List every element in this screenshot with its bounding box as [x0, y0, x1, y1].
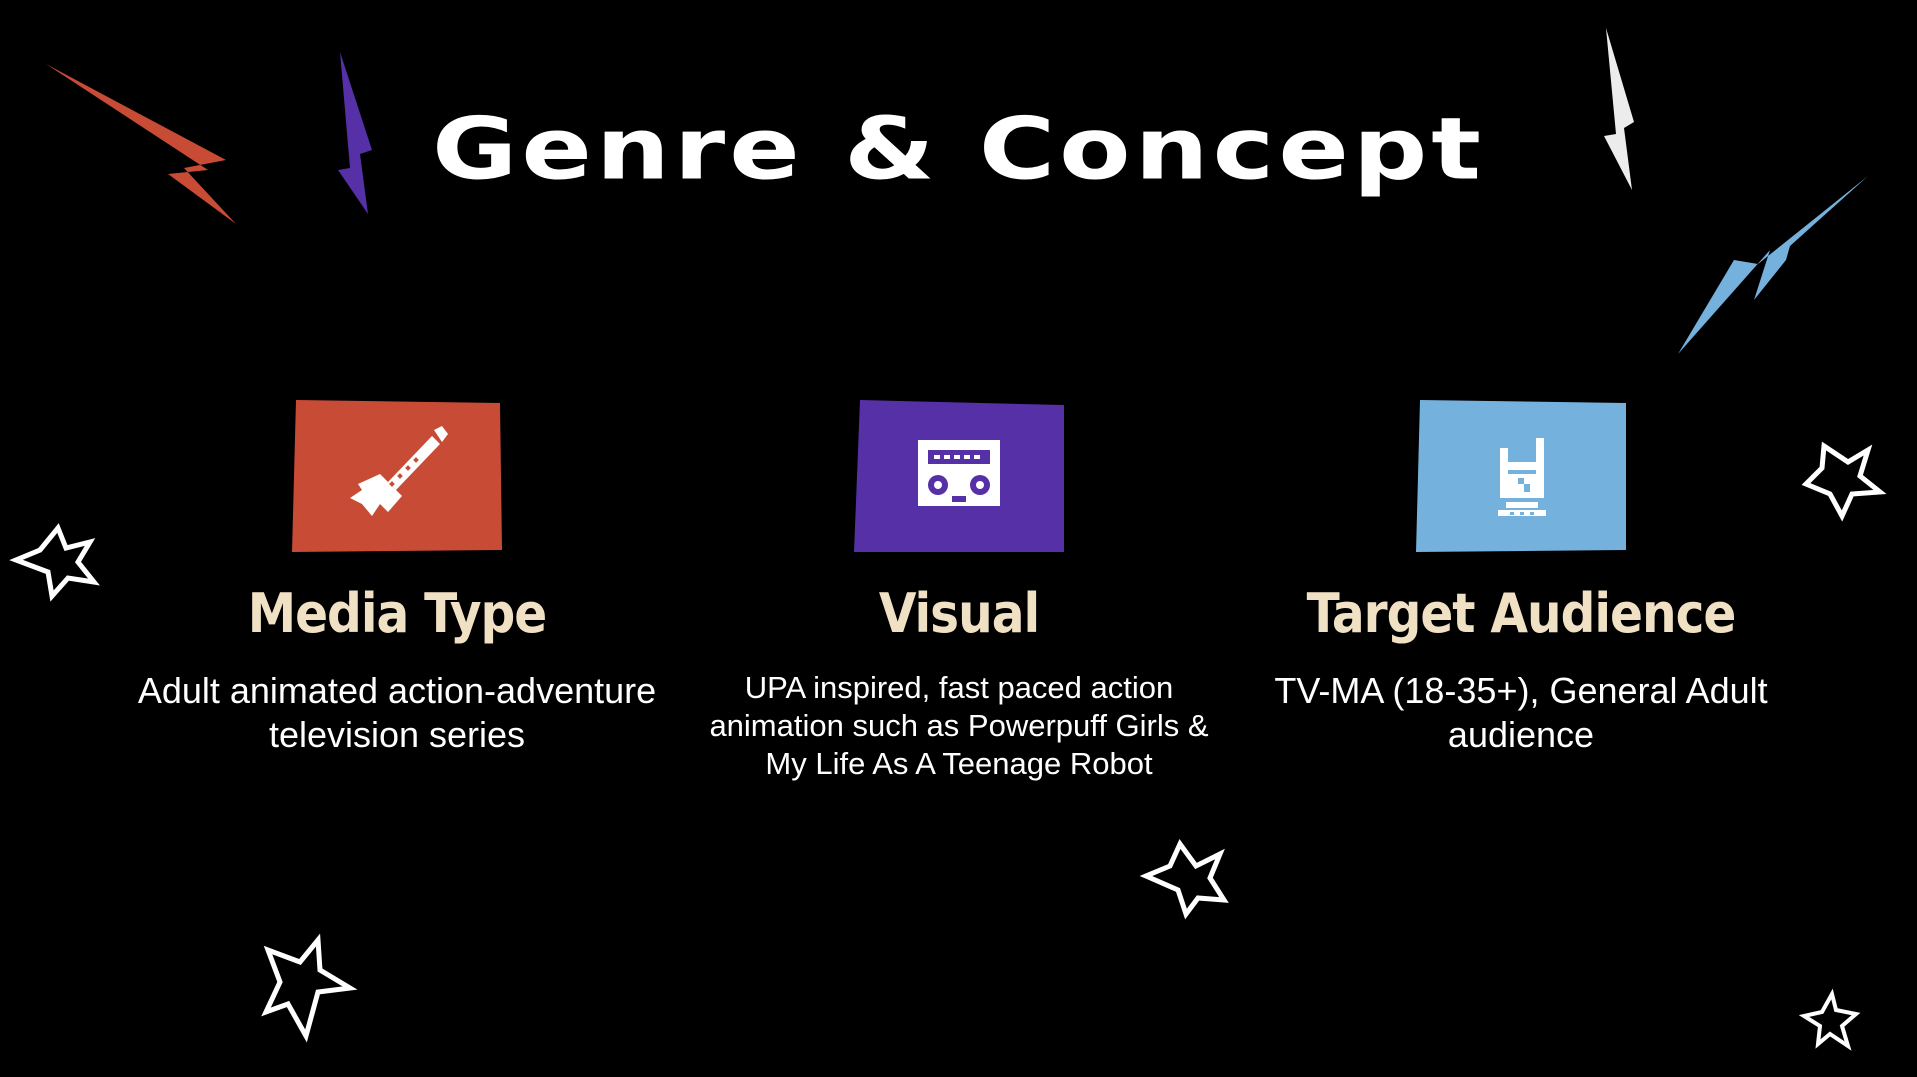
card-body: Adult animated action-adventure televisi… — [137, 669, 657, 755]
purple-lightning-bolt-icon — [338, 52, 372, 214]
star-icon — [1801, 441, 1887, 522]
star-icon — [1139, 839, 1229, 920]
card-body: TV-MA (18-35+), General Adult audience — [1274, 669, 1768, 755]
icon-box — [1416, 400, 1626, 552]
card-media-type: Media Type Adult animated action-adventu… — [117, 400, 677, 757]
icon-box — [292, 400, 502, 552]
blue-lightning-bolt-icon — [1678, 176, 1868, 354]
star-icon — [1798, 988, 1861, 1051]
red-lightning-bolt-icon — [46, 64, 236, 224]
card-target-audience: Target Audience TV-MA (18-35+), General … — [1241, 400, 1801, 757]
card-heading: Visual — [878, 582, 1040, 645]
card-heading: Target Audience — [1306, 582, 1737, 645]
white-lightning-bolt-icon — [1604, 28, 1634, 190]
slide-title: Genre & Concept — [431, 99, 1486, 200]
star-icon — [9, 523, 100, 602]
card-body: UPA inspired, fast paced action animatio… — [709, 669, 1209, 781]
boombox-icon — [918, 440, 1000, 506]
card-heading: Media Type — [247, 582, 548, 645]
card-visual: Visual UPA inspired, fast paced action a… — [679, 400, 1239, 783]
star-icon — [261, 933, 358, 1043]
icon-box — [854, 400, 1064, 552]
